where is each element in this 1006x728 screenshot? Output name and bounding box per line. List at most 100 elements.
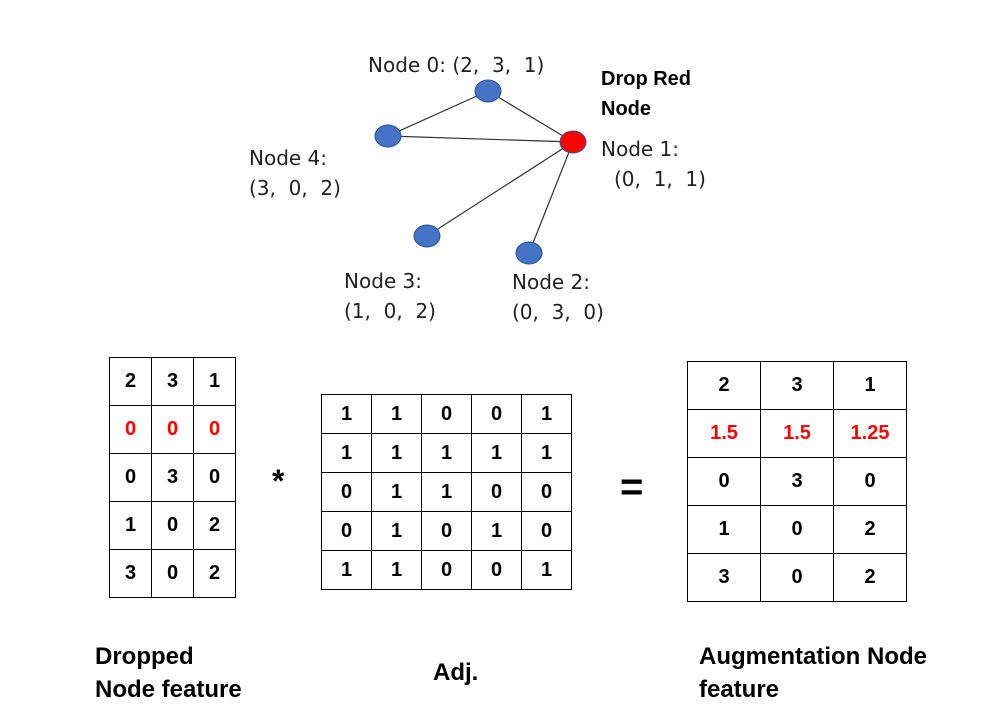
matrix-cell: 1 bbox=[321, 433, 372, 473]
matrix-cell: 0 bbox=[193, 453, 236, 502]
matrix-cell: 0 bbox=[421, 550, 472, 590]
matrix-cell: 0 bbox=[109, 453, 152, 502]
matrix-cell: 0 bbox=[109, 405, 152, 454]
matrix-cell: 1 bbox=[521, 394, 572, 434]
matrix-cell: 2 bbox=[833, 505, 907, 554]
matrix-cell: 3 bbox=[760, 361, 834, 410]
matrix-cell: 0 bbox=[471, 550, 522, 590]
matrix-cell: 3 bbox=[151, 453, 194, 502]
matrix-cell: 0 bbox=[321, 472, 372, 512]
matrix-cell: 2 bbox=[833, 553, 907, 602]
matrix-cell: 0 bbox=[471, 472, 522, 512]
edge-node-0-node-1 bbox=[487, 90, 574, 143]
matrix-cell: 2 bbox=[193, 549, 236, 598]
node-0-label: Node 0: (2, 3, 1) bbox=[368, 53, 545, 77]
matrix-cell: 3 bbox=[760, 457, 834, 506]
matrix-cell: 1 bbox=[371, 511, 422, 551]
matrix-cell: 1.25 bbox=[833, 409, 907, 458]
matrix-cell: 0 bbox=[151, 405, 194, 454]
edge-node-4-node-1 bbox=[387, 135, 574, 143]
matrix-cell: 2 bbox=[687, 361, 761, 410]
matrix-cell: 0 bbox=[151, 501, 194, 550]
node-0 bbox=[474, 79, 502, 103]
matrix-cell: 0 bbox=[471, 394, 522, 434]
matrix-cell: 0 bbox=[760, 505, 834, 554]
matrix-cell: 1 bbox=[521, 550, 572, 590]
node-2-features: (0, 3, 0) bbox=[512, 300, 604, 324]
equals-operator: = bbox=[620, 465, 644, 509]
matrix-cell: 1 bbox=[371, 472, 422, 512]
matrix-cell: 1.5 bbox=[760, 409, 834, 458]
augmented-caption: Augmentation Node bbox=[699, 643, 927, 670]
node-4 bbox=[374, 124, 402, 148]
matrix-cell: 1 bbox=[421, 472, 472, 512]
matrix-cell: 1 bbox=[471, 433, 522, 473]
augmented-caption-2: feature bbox=[699, 676, 780, 703]
graph-nodes bbox=[374, 79, 587, 265]
matrix-cell: 0 bbox=[687, 457, 761, 506]
matrix-cell: 0 bbox=[521, 511, 572, 551]
node-1 bbox=[559, 130, 587, 154]
matrix-cell: 1 bbox=[371, 433, 422, 473]
node-3 bbox=[413, 224, 441, 248]
matrix-cell: 2 bbox=[193, 501, 236, 550]
matrix-cell: 0 bbox=[421, 511, 472, 551]
edge-node-2-node-1 bbox=[528, 141, 574, 254]
matrix-cell: 1 bbox=[193, 357, 236, 406]
matrix-cell: 1.5 bbox=[687, 409, 761, 458]
matrix-cell: 0 bbox=[421, 394, 472, 434]
edge-node-3-node-1 bbox=[426, 141, 574, 237]
graph-diagram bbox=[374, 79, 587, 265]
matrix-cell: 1 bbox=[471, 511, 522, 551]
matrix-cell: 1 bbox=[371, 550, 422, 590]
matrix-cell: 1 bbox=[109, 501, 152, 550]
graph-edges bbox=[387, 90, 574, 254]
edge-node-0-node-4 bbox=[387, 90, 489, 137]
matrix-cell: 1 bbox=[321, 550, 372, 590]
drop-red-node-label: Drop Red bbox=[601, 68, 691, 90]
node-3-label: Node 3: bbox=[344, 269, 423, 293]
matrix-cell: 1 bbox=[687, 505, 761, 554]
multiply-operator: * bbox=[272, 463, 285, 499]
node-4-features: (3, 0, 2) bbox=[249, 176, 341, 200]
matrix-cell: 1 bbox=[371, 394, 422, 434]
matrix-cell: 0 bbox=[151, 549, 194, 598]
matrix-cell: 3 bbox=[109, 549, 152, 598]
matrix-cell: 1 bbox=[833, 361, 907, 410]
matrix-cell: 1 bbox=[421, 433, 472, 473]
node-1-label: Node 1: bbox=[601, 137, 680, 161]
matrix-cell: 3 bbox=[687, 553, 761, 602]
matrix-cell: 1 bbox=[321, 394, 372, 434]
matrix-cell: 2 bbox=[109, 357, 152, 406]
node-4-label: Node 4: bbox=[249, 146, 328, 170]
matrix-cell: 0 bbox=[321, 511, 372, 551]
matrix-cell: 0 bbox=[760, 553, 834, 602]
node-1-features: (0, 1, 1) bbox=[614, 167, 706, 191]
matrix-cell: 0 bbox=[193, 405, 236, 454]
matrix-cell: 1 bbox=[521, 433, 572, 473]
node-3-features: (1, 0, 2) bbox=[344, 299, 436, 323]
matrix-cell: 3 bbox=[151, 357, 194, 406]
matrix-cell: 0 bbox=[833, 457, 907, 506]
adj-caption: Adj. bbox=[433, 659, 479, 686]
node-2 bbox=[515, 241, 543, 265]
drop-red-node-label-2: Node bbox=[601, 98, 651, 120]
matrix-cell: 0 bbox=[521, 472, 572, 512]
